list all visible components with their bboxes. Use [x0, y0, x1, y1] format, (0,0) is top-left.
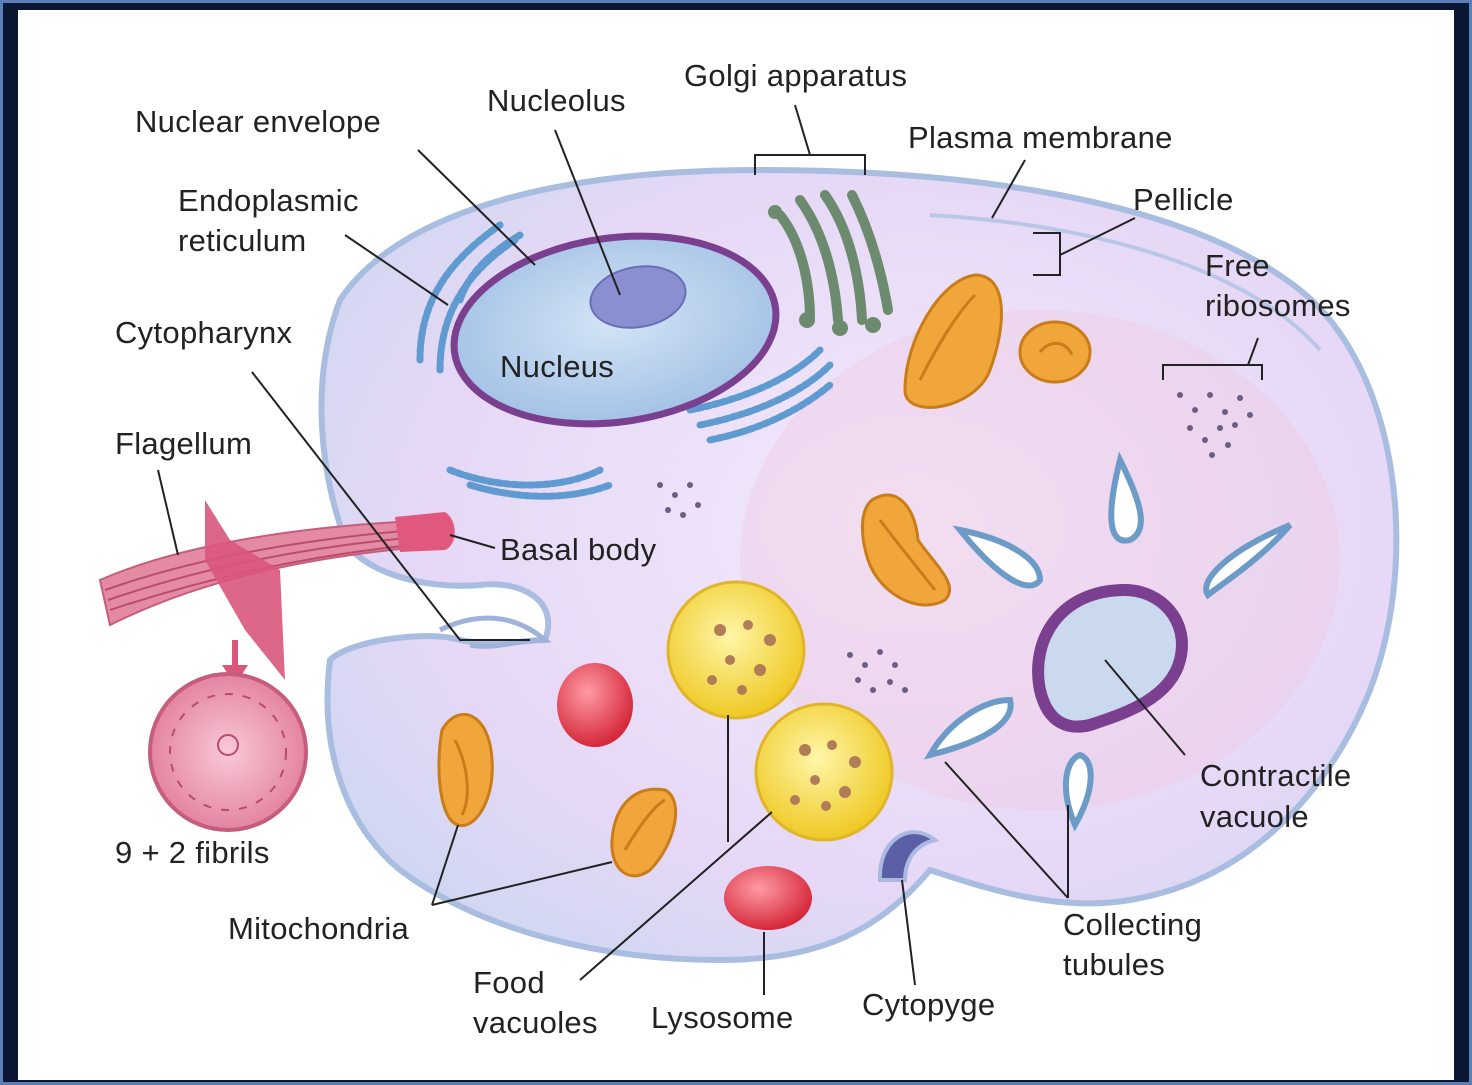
- label-nucleus: Nucleus: [500, 347, 614, 387]
- label-lysosome: Lysosome: [651, 998, 794, 1038]
- cross-section-wedge: [205, 500, 285, 680]
- leader-flagellum: [158, 470, 178, 555]
- basal-body: [395, 512, 455, 552]
- label-free-ribosomes-1: Free: [1205, 246, 1270, 286]
- label-contractile-vacuole-2: vacuole: [1200, 797, 1309, 837]
- label-mitochondria: Mitochondria: [228, 909, 409, 949]
- label-pellicle: Pellicle: [1133, 180, 1234, 220]
- label-food-vacuoles-1: Food: [473, 963, 545, 1003]
- label-contractile-vacuole-1: Contractile: [1200, 756, 1351, 796]
- lysosome-upper: [557, 663, 633, 747]
- label-collecting-tubules-1: Collecting: [1063, 905, 1202, 945]
- fibrils-cross-section: [150, 674, 306, 830]
- label-9-2-fibrils: 9 + 2 fibrils: [115, 833, 270, 873]
- label-basal-body: Basal body: [500, 530, 656, 570]
- label-food-vacuoles-2: vacuoles: [473, 1003, 598, 1043]
- label-nuclear-envelope: Nuclear envelope: [135, 102, 381, 142]
- label-flagellum: Flagellum: [115, 424, 252, 464]
- label-nucleolus: Nucleolus: [487, 81, 626, 121]
- lysosome-lower: [724, 866, 812, 930]
- label-free-ribosomes-2: ribosomes: [1205, 286, 1351, 326]
- label-cytopharynx: Cytopharynx: [115, 313, 292, 353]
- label-endoplasmic-reticulum-2: reticulum: [178, 221, 306, 261]
- leader-golgi: [755, 105, 865, 175]
- label-golgi-apparatus: Golgi apparatus: [684, 56, 907, 96]
- food-vacuole-1: [668, 582, 804, 718]
- label-collecting-tubules-2: tubules: [1063, 945, 1165, 985]
- label-endoplasmic-reticulum-1: Endoplasmic: [178, 181, 359, 221]
- label-cytopyge: Cytopyge: [862, 985, 995, 1025]
- label-plasma-membrane: Plasma membrane: [908, 118, 1173, 158]
- food-vacuole-2: [756, 704, 892, 840]
- mitochondrion-2: [1020, 322, 1090, 382]
